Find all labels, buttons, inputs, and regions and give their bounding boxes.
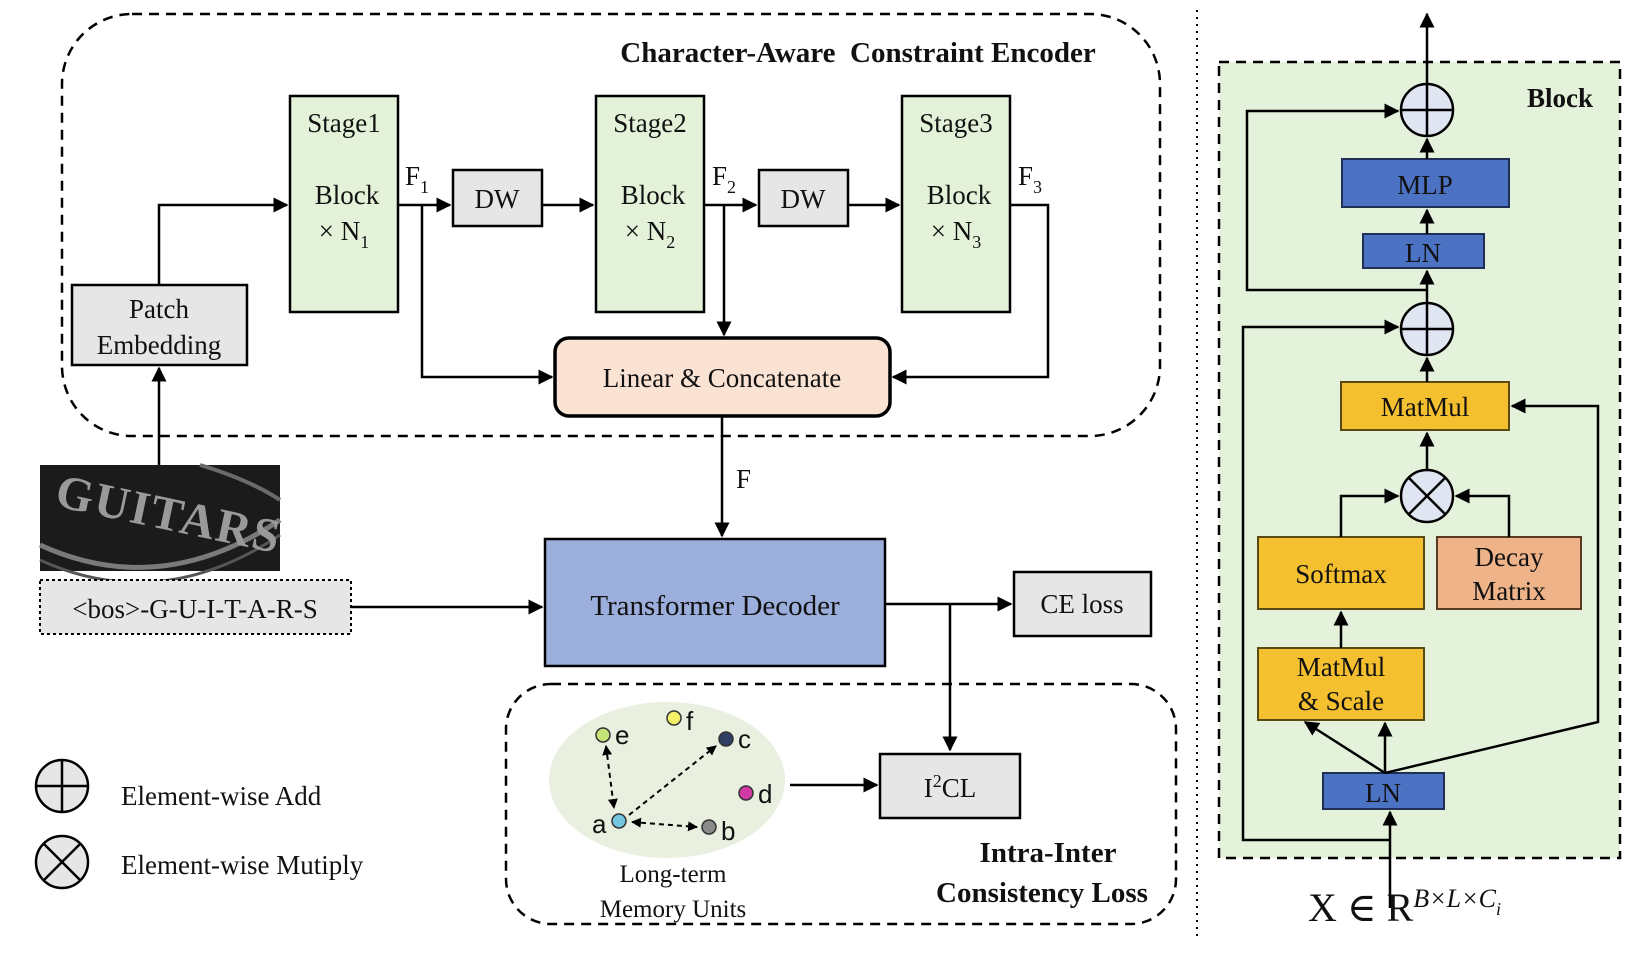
node-d [738, 785, 754, 801]
decoder-arrows [351, 596, 1013, 793]
memory-label-1: Long-term [620, 861, 727, 888]
ln-bottom-label: LN [1365, 778, 1401, 808]
stage-1: Stage1 Block × N1 [288, 94, 400, 314]
f-label: F [736, 464, 751, 494]
stage-3-name: Stage3 [919, 108, 993, 138]
dw-box-2 [757, 168, 850, 228]
stage-2: Stage2 Block × N2 [594, 94, 706, 314]
linear-concatenate-label: Linear & Concatenate [603, 363, 841, 393]
consistency-title-1: Intra-Inter [980, 837, 1117, 869]
legend-add-label: Element-wise Add [121, 781, 322, 811]
add-circle-bottom [1399, 301, 1455, 357]
matmul-scale-label-2: & Scale [1298, 686, 1384, 716]
node-a-label: a [592, 809, 607, 839]
matmul-label: MatMul [1381, 392, 1470, 422]
stage-3: Stage3 Block × N3 [900, 94, 1012, 314]
input-formula: X ∈ RB×L×Ci [1308, 884, 1501, 930]
add-circle-top [1399, 82, 1455, 138]
patch-embedding-label-1: Patch [129, 294, 189, 324]
ce-loss-label: CE loss [1040, 589, 1123, 619]
stage-3-block: Block [927, 180, 992, 210]
stage-1-times: × N1 [319, 216, 369, 252]
feature-f2: F2 [712, 161, 736, 197]
node-b [701, 819, 717, 835]
i2cl-label: I2CL [924, 771, 977, 803]
stage-2-times: × N2 [625, 216, 675, 252]
memory-nodes: e f c d a b [592, 706, 772, 846]
matmul-scale-box [1257, 647, 1425, 721]
patch-embedding-box [70, 283, 249, 367]
node-d-label: d [758, 779, 772, 809]
consistency-dashed-region [504, 682, 1178, 926]
stage-2-name: Stage2 [613, 108, 687, 138]
transformer-decoder-box [543, 537, 887, 668]
transformer-decoder-label: Transformer Decoder [590, 590, 840, 622]
consistency-title-2: Consistency Loss [936, 877, 1148, 909]
stage-1-block: Block [315, 180, 380, 210]
block-arrows [1241, 12, 1600, 908]
node-e [595, 727, 611, 743]
softmax-box [1257, 536, 1425, 610]
node-f [666, 710, 682, 726]
stage-3-times: × N3 [931, 216, 981, 252]
ln-top-box [1362, 233, 1485, 269]
node-c [718, 731, 734, 747]
mlp-box [1341, 158, 1510, 208]
element-wise-add-icon [34, 758, 90, 814]
mlp-label: MLP [1397, 170, 1453, 200]
element-wise-multiply-icon [34, 834, 90, 890]
stage-2-block: Block [621, 180, 686, 210]
memory-edges [602, 745, 717, 832]
memory-label-2: Memory Units [600, 896, 747, 923]
decay-label-1: Decay [1475, 542, 1544, 572]
ln-bottom-box [1322, 772, 1445, 810]
matmul-scale-label-1: MatMul [1297, 652, 1386, 682]
ce-loss-box [1012, 570, 1153, 638]
block-title: Block [1527, 83, 1593, 113]
encoder-dashed-region [60, 12, 1162, 438]
dw-label-2: DW [781, 184, 826, 214]
ln-top-label: LN [1405, 238, 1441, 268]
node-c-label: c [738, 724, 751, 754]
feature-f3: F3 [1018, 161, 1042, 197]
node-e-label: e [615, 720, 629, 750]
encoder-arrows [151, 197, 1050, 538]
guitars-word-image: GUITARS [38, 463, 286, 584]
patch-embedding-label-2: Embedding [97, 330, 221, 360]
decay-label-2: Matrix [1472, 576, 1546, 606]
node-b-label: b [721, 816, 735, 846]
sequence-label: <bos>-G-U-I-T-A-R-S [72, 594, 317, 624]
legend-multiply-label: Element-wise Mutiply [121, 850, 364, 880]
node-f-label: f [686, 706, 694, 736]
node-a [611, 813, 627, 829]
encoder-title: Character-Aware Constraint Encoder [620, 37, 1096, 69]
dw-label-1: DW [475, 184, 520, 214]
feature-f1: F1 [405, 161, 429, 197]
dw-box-1 [451, 168, 544, 228]
matmul-box [1340, 381, 1510, 431]
multiply-circle [1399, 468, 1455, 524]
i2cl-box [878, 752, 1022, 820]
stage-1-name: Stage1 [307, 108, 381, 138]
softmax-label: Softmax [1295, 559, 1387, 589]
